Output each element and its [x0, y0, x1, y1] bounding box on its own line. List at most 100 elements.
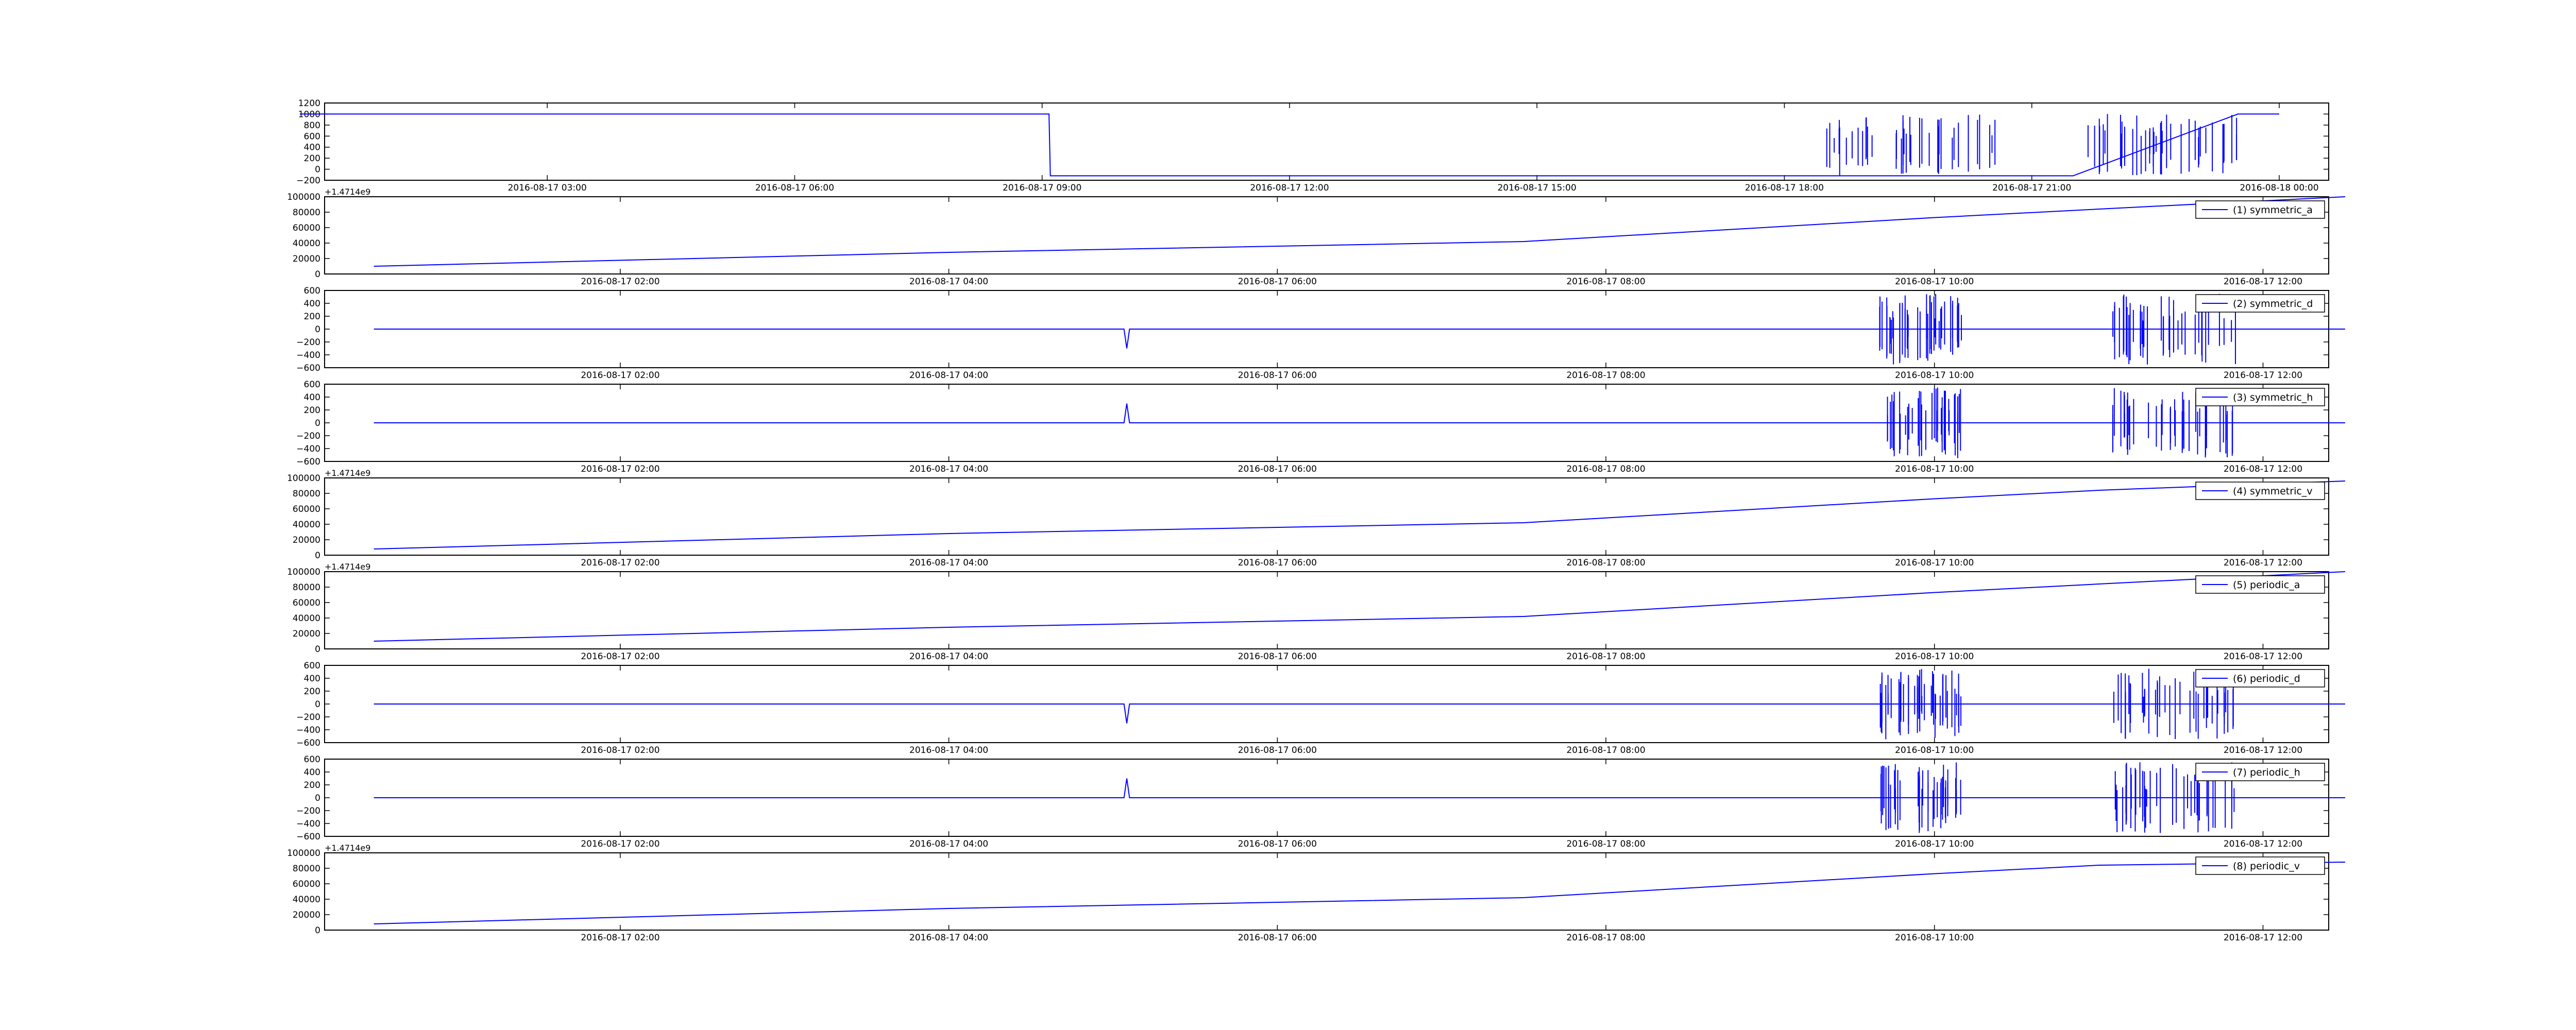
x-tick-label: 2016-08-17 08:00 — [1566, 933, 1645, 943]
x-tick-label: 2016-08-17 04:00 — [909, 745, 988, 756]
x-tick-label: 2016-08-17 12:00 — [2224, 745, 2302, 756]
series-line-1 — [374, 196, 2345, 267]
x-tick-label: 2016-08-17 08:00 — [1566, 745, 1645, 756]
plot-frame — [324, 477, 2329, 556]
x-tick-label: 2016-08-17 12:00 — [2224, 277, 2302, 287]
y-tick-label: 80000 — [293, 208, 320, 218]
y-tick-label: 40000 — [293, 895, 320, 905]
x-tick-label: 2016-08-17 06:00 — [1238, 651, 1317, 662]
legend-label: (3) symmetric_h — [2233, 392, 2313, 403]
y-tick-label: 20000 — [293, 629, 320, 639]
x-tick-label: 2016-08-17 15:00 — [1498, 183, 1577, 193]
y-tick-label: 600 — [304, 380, 320, 390]
x-tick-label: 2016-08-17 12:00 — [2224, 651, 2302, 662]
legend: (1) symmetric_a — [2195, 200, 2325, 219]
x-tick-label: 2016-08-18 00:00 — [2240, 183, 2318, 193]
series-line-1 — [374, 403, 2345, 423]
x-tick-label: 2016-08-17 08:00 — [1566, 370, 1645, 381]
plot-frame — [324, 571, 2329, 649]
legend-label: (4) symmetric_v — [2233, 486, 2313, 497]
y-tick-label: −200 — [296, 176, 320, 186]
y-tick-label: 600 — [304, 754, 320, 765]
x-tick-label: 2016-08-17 04:00 — [909, 370, 988, 381]
x-tick-label: 2016-08-17 08:00 — [1566, 651, 1645, 662]
x-tick-label: 2016-08-17 02:00 — [581, 933, 659, 943]
y-tick-label: −600 — [296, 832, 320, 842]
legend-label: (8) periodic_v — [2233, 861, 2300, 872]
burst-1 — [1879, 669, 1962, 740]
plot-frame — [324, 102, 2329, 181]
y-tick-label: 60000 — [293, 879, 320, 889]
legend-label: (7) periodic_h — [2233, 767, 2300, 778]
series-line-1 — [374, 571, 2345, 642]
legend: (2) symmetric_d — [2195, 294, 2325, 313]
y-tick-label: 80000 — [293, 864, 320, 874]
x-tick-label: 2016-08-17 10:00 — [1895, 839, 1974, 849]
legend: (3) symmetric_h — [2195, 388, 2325, 406]
legend-label: (2) symmetric_d — [2233, 298, 2313, 310]
y-tick-label: −200 — [296, 712, 320, 723]
x-tick-label: 2016-08-17 04:00 — [909, 277, 988, 287]
burst-2 — [2112, 294, 2236, 365]
x-tick-label: 2016-08-17 12:00 — [1250, 183, 1329, 193]
series-line-1 — [374, 703, 2345, 724]
legend-label: (5) periodic_a — [2233, 579, 2300, 591]
y-tick-label: 600 — [304, 131, 320, 142]
x-tick-label: 2016-08-17 10:00 — [1895, 651, 1974, 662]
y-tick-label: 20000 — [293, 254, 320, 264]
y-tick-label: −400 — [296, 819, 320, 829]
y-tick-label: 100000 — [287, 848, 320, 859]
y-tick-label: 600 — [304, 661, 320, 671]
y-tick-label: −400 — [296, 725, 320, 735]
y-tick-label: 20000 — [293, 535, 320, 545]
x-tick-label: 2016-08-17 12:00 — [2224, 839, 2302, 849]
burst-1 — [1887, 387, 1961, 458]
legend: (5) periodic_a — [2195, 575, 2325, 594]
x-tick-label: 2016-08-17 08:00 — [1566, 839, 1645, 849]
x-tick-label: 2016-08-17 10:00 — [1895, 933, 1974, 943]
y-tick-label: 80000 — [293, 489, 320, 499]
y-tick-label: 0 — [315, 551, 320, 561]
x-tick-label: 2016-08-17 02:00 — [581, 839, 659, 849]
x-tick-label: 2016-08-17 04:00 — [909, 651, 988, 662]
x-tick-label: 2016-08-17 06:00 — [1238, 370, 1317, 381]
y-tick-label: −600 — [296, 457, 320, 467]
y-tick-label: −600 — [296, 363, 320, 373]
legend: (4) symmetric_v — [2195, 482, 2325, 500]
y-tick-label: 0 — [315, 324, 320, 335]
y-tick-label: 400 — [304, 143, 320, 153]
x-tick-label: 2016-08-17 08:00 — [1566, 464, 1645, 474]
y-tick-label: 0 — [315, 418, 320, 428]
series-line-1 — [374, 862, 2345, 924]
y-tick-label: 60000 — [293, 598, 320, 608]
y-tick-label: 400 — [304, 299, 320, 309]
y-tick-label: 100000 — [287, 473, 320, 484]
x-tick-label: 2016-08-17 02:00 — [581, 370, 659, 381]
burst-1 — [1826, 114, 1996, 176]
y-tick-label: −200 — [296, 431, 320, 441]
axis-offset-label: +1.4714e9 — [325, 187, 370, 197]
y-tick-label: 200 — [304, 405, 320, 416]
legend: (6) periodic_d — [2195, 669, 2325, 688]
y-tick-label: 0 — [315, 793, 320, 803]
series-line-1 — [374, 778, 2345, 798]
x-tick-label: 2016-08-17 02:00 — [581, 745, 659, 756]
x-tick-label: 2016-08-17 10:00 — [1895, 464, 1974, 474]
y-tick-label: −200 — [296, 337, 320, 348]
x-tick-label: 2016-08-17 10:00 — [1895, 558, 1974, 568]
y-tick-label: 200 — [304, 312, 320, 322]
x-tick-label: 2016-08-17 12:00 — [2224, 370, 2302, 381]
y-tick-label: 0 — [315, 165, 320, 175]
x-tick-label: 2016-08-17 06:00 — [755, 183, 834, 193]
legend: (7) periodic_h — [2195, 763, 2325, 781]
y-tick-label: 0 — [315, 269, 320, 280]
x-tick-label: 2016-08-17 02:00 — [581, 651, 659, 662]
x-tick-label: 2016-08-17 04:00 — [909, 839, 988, 849]
x-tick-label: 2016-08-17 02:00 — [581, 277, 659, 287]
series-line-1 — [374, 329, 2345, 349]
